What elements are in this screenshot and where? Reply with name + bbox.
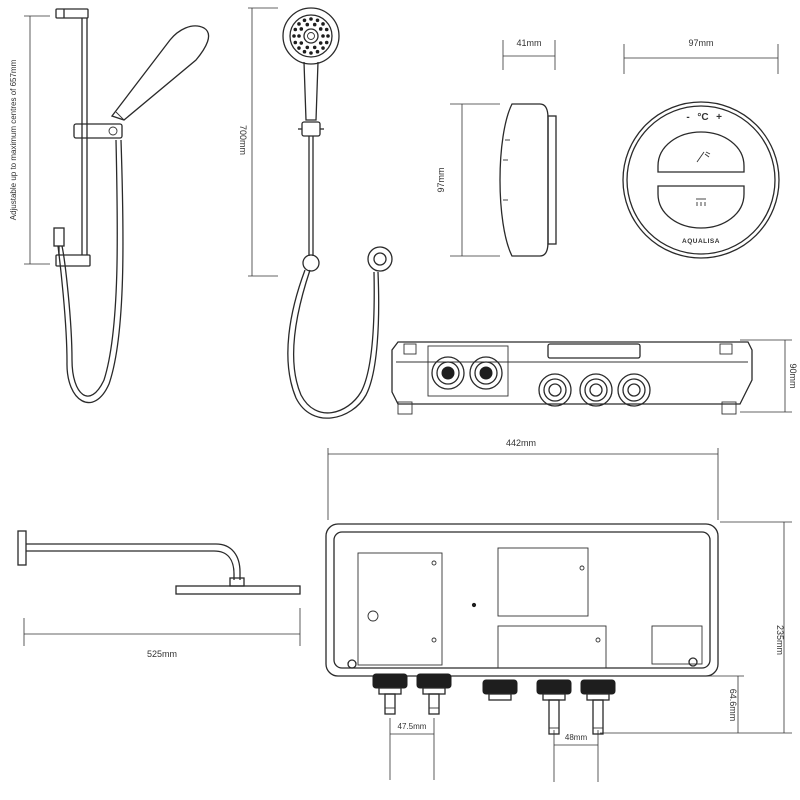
brand-logo-text: AQUALISA	[682, 238, 720, 245]
nozzle	[299, 27, 304, 31]
temp-minus-label: -	[686, 112, 689, 123]
spray-nozzles	[292, 17, 330, 55]
nozzle	[293, 27, 298, 32]
fitting-nut	[580, 679, 616, 695]
fitting-collar	[586, 693, 610, 701]
ctrl-height-label: 97mm	[436, 167, 446, 192]
nozzle	[292, 34, 296, 38]
box-height-label: 235mm	[775, 625, 785, 655]
nozzle	[302, 49, 307, 54]
arm-length-label: 525mm	[147, 649, 177, 659]
port	[469, 356, 503, 390]
nozzle	[309, 17, 313, 21]
wall-arm-view: 525mm	[17, 530, 301, 659]
nozzle	[315, 18, 320, 23]
controller-front-view: 97mm - °C + AQUALISA	[622, 38, 780, 259]
pipe-fittings	[372, 673, 616, 735]
port-core	[627, 383, 641, 397]
nozzle	[318, 27, 323, 31]
fitting-nut	[482, 679, 518, 695]
rail-kit-front-view: 700mm	[238, 7, 393, 419]
box-width-label: 442mm	[506, 438, 536, 448]
kit-height-label: 700mm	[238, 125, 248, 155]
nozzle	[297, 22, 301, 26]
nozzle	[326, 34, 330, 38]
box-depth-label: 90mm	[788, 363, 798, 388]
port-core	[548, 383, 562, 397]
fitting-nut	[372, 673, 408, 689]
rail-adjust-label: Adjustable up to maximum centres of 657m…	[9, 59, 18, 220]
port-ring	[622, 378, 646, 402]
temp-plus-label: +	[716, 112, 722, 123]
nozzle	[312, 45, 317, 50]
nozzle	[299, 41, 304, 45]
nozzle	[305, 45, 310, 50]
processor-top-view: 90mm	[391, 339, 798, 415]
port-ring	[543, 378, 567, 402]
outlet-centres-label: 48mm	[565, 733, 588, 742]
fitting-pipe	[384, 693, 396, 715]
port-ring	[436, 361, 460, 385]
fitting-nut	[416, 673, 452, 689]
inlet-centres-label: 47.5mm	[398, 722, 427, 731]
nozzle	[305, 22, 310, 27]
fitting-pipe	[428, 693, 440, 715]
processor-front-view: 442mm 235mm 64.6mm 47.5mm	[325, 438, 792, 782]
fitting-collar	[488, 693, 512, 701]
port-ring	[584, 378, 608, 402]
rail-kit-side-view: Adjustable up to maximum centres of 657m…	[9, 8, 210, 404]
port-core	[479, 366, 493, 380]
nozzle	[293, 40, 298, 45]
port	[431, 356, 465, 390]
controller-side-view: 41mm 97mm	[436, 38, 557, 257]
ctrl-depth-label: 41mm	[516, 38, 541, 48]
port	[579, 373, 613, 407]
port	[538, 373, 572, 407]
fitting-collar	[542, 693, 566, 701]
fitting-nut	[536, 679, 572, 695]
nozzle	[318, 41, 323, 45]
nozzle	[321, 34, 325, 38]
nozzle	[297, 34, 301, 38]
fitting-pipe	[592, 699, 604, 735]
nozzle	[324, 27, 329, 32]
nozzle	[312, 22, 317, 27]
fitting-collar	[378, 687, 402, 695]
port-core	[441, 366, 455, 380]
overhead-shower-icon	[696, 198, 706, 206]
fitting-pipe	[548, 699, 560, 735]
port-ring	[474, 361, 498, 385]
temp-unit-label: °C	[697, 112, 708, 123]
ctrl-width-label: 97mm	[688, 38, 713, 48]
fitting-collar	[422, 687, 446, 695]
processor-ports	[431, 356, 651, 407]
port	[617, 373, 651, 407]
shower-handset-icon	[696, 151, 711, 163]
nozzle	[324, 40, 329, 45]
nozzle	[309, 51, 313, 55]
nozzle	[321, 46, 325, 50]
nozzle	[297, 46, 301, 50]
outlet-drop-label: 64.6mm	[728, 689, 738, 722]
nozzle	[315, 49, 320, 54]
nozzle	[302, 18, 307, 23]
port-core	[589, 383, 603, 397]
nozzle	[321, 22, 325, 26]
